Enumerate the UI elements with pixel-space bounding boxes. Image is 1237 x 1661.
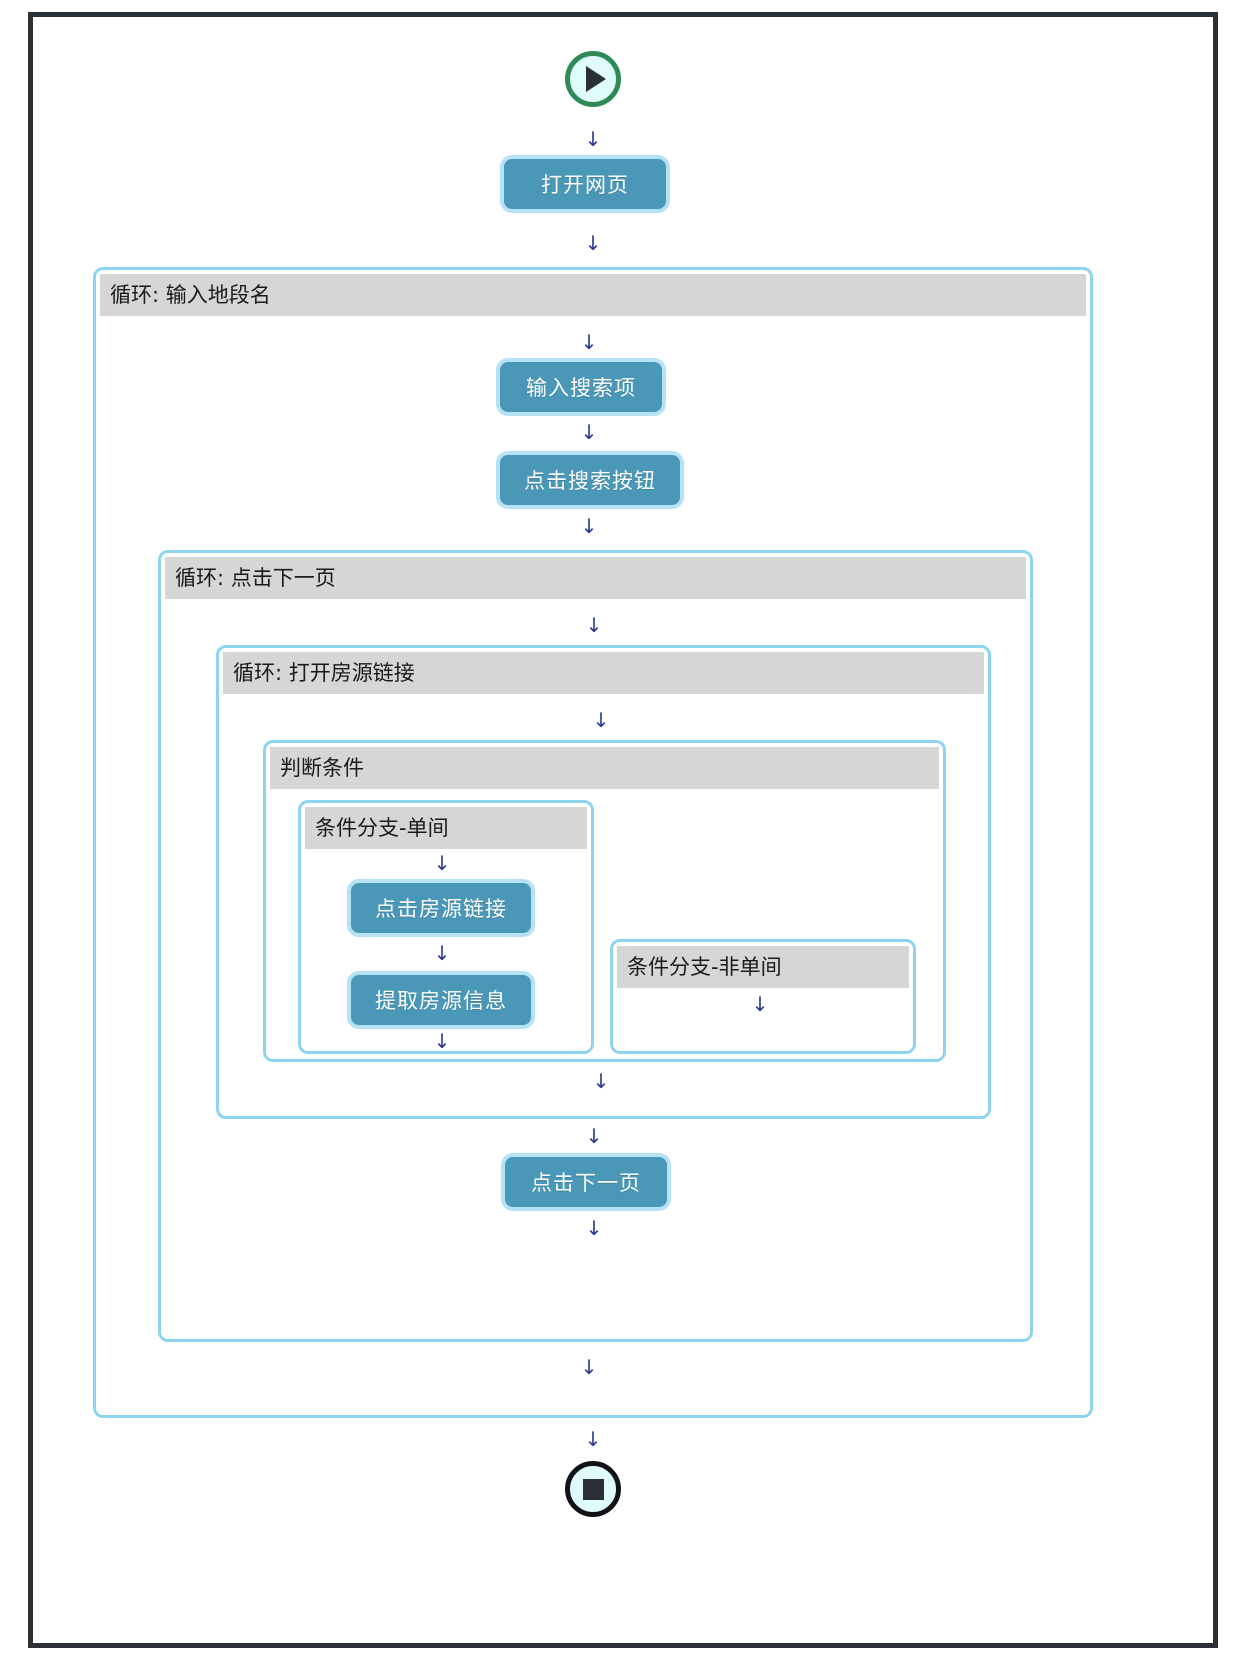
branch-single-room-block[interactable]: 条件分支-单间 ↓ 点击房源链接 ↓ 提取房源信息 ↓	[298, 800, 594, 1054]
loop-open-listing-link-block[interactable]: 循环: 打开房源链接 ↓ 判断条件 条件分支-单间 ↓ 点击房源链接 ↓	[216, 645, 991, 1119]
arrow-loop-open-listing-to-click-next-page: ↓	[585, 1124, 603, 1148]
arrow-start-to-open-webpage: ↓	[584, 127, 602, 151]
end-node[interactable]	[565, 1461, 621, 1517]
loop-next-page-header: 循环: 点击下一页	[165, 557, 1026, 599]
action-click-search-button[interactable]: 点击搜索按钮	[500, 455, 680, 505]
arrow-condition-to-loop-open-listing-exit: ↓	[592, 1069, 610, 1093]
loop-next-page-block[interactable]: 循环: 点击下一页 ↓ 循环: 打开房源链接 ↓ 判断条件 条件分支-单间 ↓	[158, 550, 1033, 1342]
arrow-loop-open-listing-to-condition: ↓	[592, 708, 610, 732]
loop-district-name-block[interactable]: 循环: 输入地段名 ↓ 输入搜索项 ↓ 点击搜索按钮 ↓ 循环: 点击下一页 ↓…	[93, 267, 1093, 1418]
arrow-branch-single-to-click-listing: ↓	[433, 851, 451, 875]
arrow-loop-next-page-to-loop-open-listing: ↓	[585, 613, 603, 637]
action-click-listing-link[interactable]: 点击房源链接	[351, 883, 531, 933]
play-icon	[586, 66, 606, 92]
arrow-click-listing-to-extract-info: ↓	[433, 941, 451, 965]
arrow-loop-next-page-exit: ↓	[585, 1216, 603, 1240]
diagram-frame: ↓ 打开网页 ↓ 循环: 输入地段名 ↓ 输入搜索项 ↓ 点击搜索按钮 ↓ 循环…	[28, 12, 1218, 1648]
branch-not-single-room-block[interactable]: 条件分支-非单间 ↓	[610, 939, 916, 1054]
start-node[interactable]	[565, 51, 621, 107]
action-click-next-page[interactable]: 点击下一页	[505, 1157, 667, 1207]
arrow-branch-single-exit: ↓	[433, 1029, 451, 1053]
arrow-input-search-to-click-search: ↓	[580, 420, 598, 444]
action-open-webpage[interactable]: 打开网页	[504, 159, 666, 209]
arrow-loop-district-to-end: ↓	[584, 1427, 602, 1451]
loop-open-listing-link-header: 循环: 打开房源链接	[223, 652, 984, 694]
branch-single-room-header: 条件分支-单间	[305, 807, 587, 849]
action-extract-listing-info[interactable]: 提取房源信息	[351, 975, 531, 1025]
condition-block[interactable]: 判断条件 条件分支-单间 ↓ 点击房源链接 ↓ 提取房源信息 ↓	[263, 740, 946, 1062]
condition-header: 判断条件	[270, 747, 939, 789]
action-input-search-term[interactable]: 输入搜索项	[500, 362, 662, 412]
arrow-loop-district-to-input-search: ↓	[580, 330, 598, 354]
arrow-loop-district-exit: ↓	[580, 1355, 598, 1379]
loop-district-name-header: 循环: 输入地段名	[100, 274, 1086, 316]
stop-icon	[582, 1478, 604, 1500]
branch-not-single-room-header: 条件分支-非单间	[617, 946, 909, 988]
arrow-open-webpage-to-loop-district: ↓	[584, 231, 602, 255]
arrow-click-search-to-loop-next-page: ↓	[580, 514, 598, 538]
arrow-branch-not-single-exit: ↓	[751, 992, 769, 1016]
